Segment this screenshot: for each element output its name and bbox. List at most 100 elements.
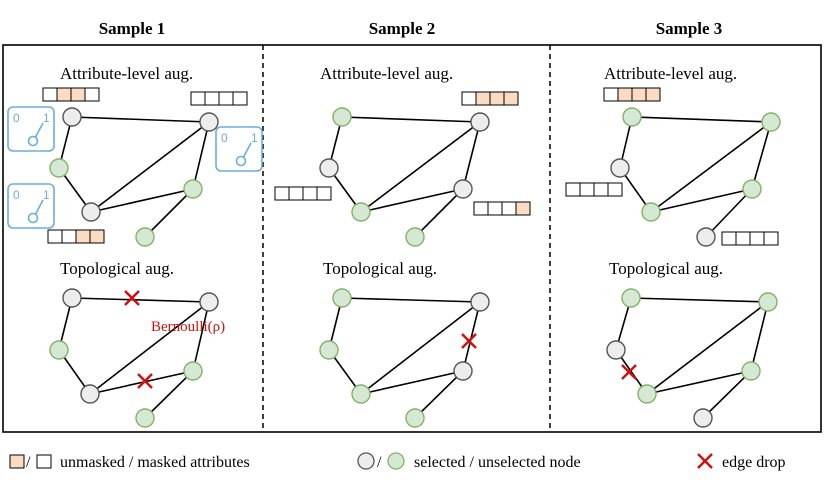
attribute-vector-8-masked-cell bbox=[763, 231, 779, 246]
edge-drop-stroke bbox=[137, 373, 153, 389]
attribute-vector-5-masked-cell bbox=[501, 201, 517, 216]
graph-nodes bbox=[49, 107, 781, 428]
s3a-unselected-node-3 bbox=[742, 179, 762, 199]
legend-drop-mark bbox=[697, 453, 713, 469]
attribute-vector-6-unmasked-cell bbox=[631, 87, 647, 102]
s1t-edge-6 bbox=[144, 370, 194, 419]
s2a-edge-4 bbox=[360, 188, 464, 213]
s2t-edge-4 bbox=[360, 370, 464, 395]
s1t-edge-0 bbox=[71, 297, 210, 303]
s1a-edge-6 bbox=[144, 188, 194, 238]
edge-drop-mark-2 bbox=[461, 333, 477, 349]
legend-attributes-text: unmasked / masked attributes bbox=[60, 454, 250, 471]
s1a-edge-4 bbox=[90, 188, 194, 213]
sample-1-attr-label: Attribute-level aug. bbox=[60, 64, 193, 83]
attribute-vectors bbox=[42, 87, 779, 246]
s2t-edge-6 bbox=[414, 370, 464, 419]
attribute-vector-7-masked-cell bbox=[565, 182, 581, 197]
switch-off-label: 0 bbox=[13, 188, 20, 202]
attribute-vector-1-masked-cell bbox=[204, 91, 220, 106]
s3t-edge-4 bbox=[646, 370, 752, 395]
s2t-edge-0 bbox=[341, 297, 481, 303]
sample-2-attr-label: Attribute-level aug. bbox=[320, 64, 453, 83]
s3t-unselected-node-4 bbox=[637, 384, 657, 404]
s3a-unselected-node-0 bbox=[622, 107, 642, 127]
s2a-edge-6 bbox=[414, 188, 464, 238]
attribute-vector-4-masked-cell bbox=[288, 186, 304, 201]
switch-knob bbox=[27, 135, 39, 147]
s1t-selected-node-0 bbox=[62, 288, 82, 308]
attribute-vector-1-masked-cell bbox=[190, 91, 206, 106]
switch-off-label: 0 bbox=[13, 111, 20, 125]
legend-slash-1: / bbox=[26, 454, 31, 471]
legend-selected-node bbox=[357, 452, 375, 470]
s2a-edge-3 bbox=[360, 121, 481, 213]
s2t-unselected-node-0 bbox=[332, 288, 352, 308]
s1t-selected-node-4 bbox=[80, 384, 100, 404]
attribute-vector-5-masked-cell bbox=[473, 201, 489, 216]
edge-drop-marks bbox=[124, 290, 637, 389]
s1t-unselected-node-3 bbox=[183, 361, 203, 381]
switch-on-label: 1 bbox=[43, 111, 50, 125]
bernoulli-label: Bernoulli(ρ) bbox=[151, 319, 225, 335]
switch-frame bbox=[7, 183, 55, 229]
legend-unmasked-swatch bbox=[9, 454, 25, 469]
s1a-selected-node-0 bbox=[62, 107, 82, 127]
edge-drop-stroke bbox=[124, 290, 140, 306]
s2t-unselected-node-4 bbox=[351, 384, 371, 404]
s3t-unselected-node-1 bbox=[758, 292, 778, 312]
s1a-selected-node-1 bbox=[199, 112, 219, 132]
s1a-unselected-node-3 bbox=[183, 179, 203, 199]
s2a-selected-node-2 bbox=[319, 158, 339, 178]
s1a-edge-5 bbox=[192, 121, 210, 190]
s1a-edge-0 bbox=[71, 116, 210, 123]
s3a-selected-node-5 bbox=[696, 227, 716, 247]
switch-knob bbox=[235, 155, 247, 167]
s3a-edge-5 bbox=[751, 121, 772, 190]
edge-drop-stroke bbox=[621, 364, 637, 380]
s2a-edge-0 bbox=[341, 116, 481, 123]
attribute-vector-5-masked-cell bbox=[487, 201, 503, 216]
sample-3-title: Sample 3 bbox=[656, 19, 723, 38]
attribute-vector-0-masked-cell bbox=[84, 87, 100, 102]
attribute-vector-7-masked-cell bbox=[593, 182, 609, 197]
attribute-vector-0-unmasked-cell bbox=[70, 87, 86, 102]
attribute-vector-3-masked-cell bbox=[461, 91, 477, 106]
s2t-selected-node-3 bbox=[453, 361, 473, 381]
s2t-unselected-node-5 bbox=[405, 408, 425, 428]
attribute-vector-4-masked-cell bbox=[302, 186, 318, 201]
s2a-selected-node-3 bbox=[453, 179, 473, 199]
s3t-unselected-node-3 bbox=[741, 361, 761, 381]
s2a-unselected-node-0 bbox=[332, 107, 352, 127]
legend-masked-swatch bbox=[36, 454, 52, 469]
s3a-selected-node-2 bbox=[610, 158, 630, 178]
s3a-edge-4 bbox=[650, 188, 753, 213]
s1t-edge-3 bbox=[89, 301, 210, 395]
s3a-edge-3 bbox=[650, 121, 772, 213]
legend-edge-drop-text: edge drop bbox=[722, 454, 786, 471]
figure-frame bbox=[2, 44, 822, 433]
s3t-edge-5 bbox=[750, 301, 769, 372]
switch-on-label: 1 bbox=[43, 188, 50, 202]
attribute-vector-6-unmasked-cell bbox=[617, 87, 633, 102]
sample-1-topo-label: Topological aug. bbox=[60, 259, 174, 278]
s3t-unselected-node-0 bbox=[621, 288, 641, 308]
s2a-unselected-node-4 bbox=[351, 202, 371, 222]
attribute-vector-4-masked-cell bbox=[274, 186, 290, 201]
s1a-edge-3 bbox=[90, 121, 210, 213]
attribute-vector-7-masked-cell bbox=[607, 182, 623, 197]
s1a-selected-node-4 bbox=[81, 202, 101, 222]
attribute-vector-3-unmasked-cell bbox=[475, 91, 491, 106]
s3a-edge-6 bbox=[705, 188, 753, 238]
s3t-selected-node-2 bbox=[606, 340, 626, 360]
legend-nodes-text: selected / unselected node bbox=[414, 454, 581, 471]
s2t-unselected-node-2 bbox=[319, 340, 339, 360]
legend-slash-2: / bbox=[377, 454, 382, 471]
s3t-edge-3 bbox=[646, 301, 769, 395]
s3a-unselected-node-1 bbox=[761, 112, 781, 132]
attribute-vector-0-masked-cell bbox=[42, 87, 58, 102]
s3a-unselected-node-4 bbox=[641, 202, 661, 222]
